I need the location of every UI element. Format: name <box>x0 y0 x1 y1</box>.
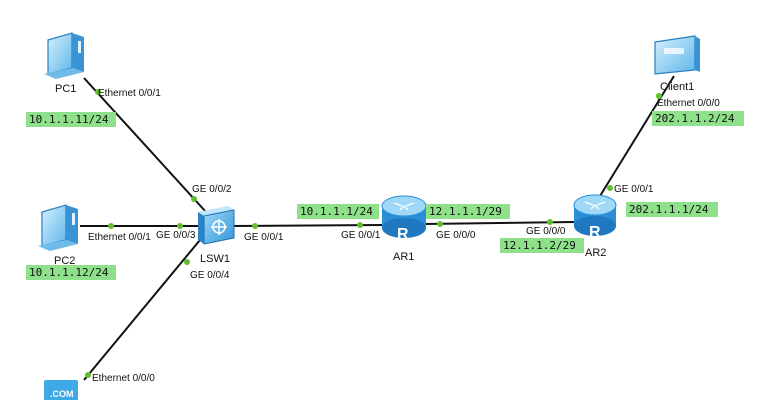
port-dot-ar1-ge0 <box>437 221 443 227</box>
port-label-ar2-ge0: GE 0/0/0 <box>526 226 566 237</box>
ip-label-client1: 202.1.1.2/24 <box>652 111 744 126</box>
lsw1-node[interactable]: LSW1 <box>198 206 235 265</box>
port-dot-lsw-ge4 <box>184 259 190 265</box>
port-label-lsw-ge4: GE 0/0/4 <box>190 270 230 281</box>
svg-text:12.1.1.1/29: 12.1.1.1/29 <box>429 205 502 218</box>
port-dot-ar1-ge1 <box>357 222 363 228</box>
port-label-ar1-ge0: GE 0/0/0 <box>436 230 476 241</box>
port-label-client-eth: Ethernet 0/0/0 <box>657 98 720 109</box>
ip-label-ar1-wan: 12.1.1.1/29 <box>426 204 510 219</box>
switch-icon <box>198 206 235 245</box>
svg-text:10.1.1.12/24: 10.1.1.12/24 <box>29 266 109 279</box>
server-icon <box>44 380 78 400</box>
port-label-ar2-ge1: GE 0/0/1 <box>614 184 654 195</box>
port-dot-ar2-ge1 <box>607 185 613 191</box>
ip-label-ar1-lan: 10.1.1.1/24 <box>297 204 379 219</box>
port-dot-server <box>85 372 91 378</box>
ar2-label: AR2 <box>585 247 606 259</box>
router-icon <box>381 195 427 238</box>
port-dot-pc1 <box>95 89 101 95</box>
ar2-node[interactable]: R AR2 <box>573 194 617 259</box>
port-label-lsw-ge2: GE 0/0/2 <box>192 184 232 195</box>
port-label-server-eth: Ethernet 0/0/0 <box>92 373 155 384</box>
port-label-pc1-eth: Ethernet 0/0/1 <box>98 88 161 99</box>
port-dot-ar2-ge0 <box>547 219 553 225</box>
router-icon <box>573 194 617 236</box>
port-dot-lsw-ge1 <box>252 223 258 229</box>
client-icon <box>654 35 700 75</box>
port-label-lsw-ge1: GE 0/0/1 <box>244 232 284 243</box>
ar1-label: AR1 <box>393 251 414 263</box>
port-label-ar1-ge1: GE 0/0/1 <box>341 230 381 241</box>
port-dot-pc2 <box>108 223 114 229</box>
svg-text:10.1.1.11/24: 10.1.1.11/24 <box>29 113 109 126</box>
ip-label-ar2-lan: 202.1.1.1/24 <box>626 202 718 217</box>
svg-text:10.1.1.1/24: 10.1.1.1/24 <box>300 205 373 218</box>
port-dot-lsw-ge3 <box>177 223 183 229</box>
svg-text:202.1.1.2/24: 202.1.1.2/24 <box>655 112 735 125</box>
link-ar2-client1[interactable] <box>599 75 675 197</box>
port-dot-lsw-ge2 <box>191 196 197 202</box>
pc-icon <box>38 204 78 251</box>
link-server-lsw1[interactable] <box>83 239 201 381</box>
pc2-label: PC2 <box>54 255 75 267</box>
lsw1-label: LSW1 <box>200 253 230 265</box>
client1-node[interactable]: Client1 <box>654 35 700 93</box>
pc-icon <box>44 32 84 79</box>
ip-label-pc2: 10.1.1.12/24 <box>26 265 116 280</box>
ar1-glyph: R <box>397 226 409 243</box>
port-dot-client1 <box>656 93 662 99</box>
ip-label-ar2-wan: 12.1.1.2/29 <box>500 238 584 253</box>
port-label-lsw-ge3: GE 0/0/3 <box>156 230 196 241</box>
svg-text:202.1.1.1/24: 202.1.1.1/24 <box>629 203 709 216</box>
client1-label: Client1 <box>660 81 694 93</box>
ar1-node[interactable]: R AR1 <box>381 195 427 263</box>
svg-text:12.1.1.2/29: 12.1.1.2/29 <box>503 239 576 252</box>
ar2-glyph: R <box>589 224 601 241</box>
pc1-label: PC1 <box>55 83 76 95</box>
pc2-node[interactable]: PC2 <box>38 204 78 267</box>
port-label-pc2-eth: Ethernet 0/0/1 <box>88 232 151 243</box>
ip-label-pc1: 10.1.1.11/24 <box>26 112 116 127</box>
server-glyph: .COM <box>50 389 74 399</box>
pc1-node[interactable]: PC1 <box>44 32 84 95</box>
server-node[interactable]: .COM <box>44 380 78 400</box>
link-pc1-lsw1[interactable] <box>83 77 207 213</box>
